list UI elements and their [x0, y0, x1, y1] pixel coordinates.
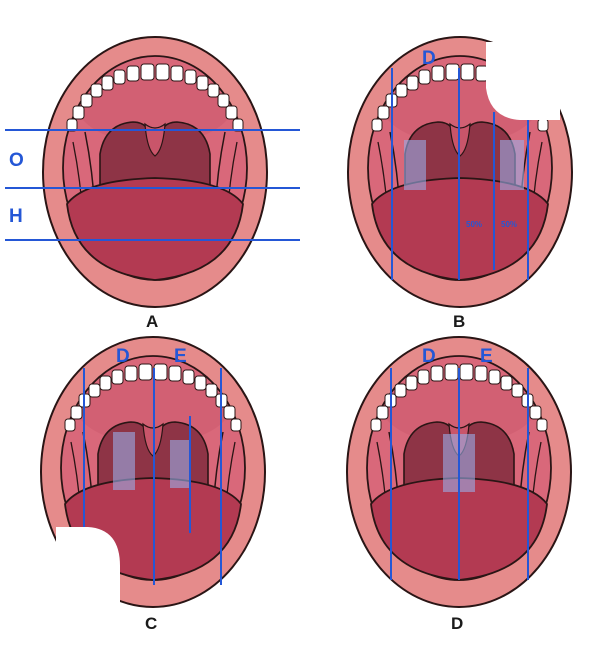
- occlusion-blob-c: [56, 527, 120, 605]
- label-50-right: 50%: [501, 220, 517, 229]
- caption-d: D: [451, 614, 463, 633]
- caption-c: C: [145, 614, 157, 633]
- label-d: D: [116, 346, 130, 367]
- caption-a: A: [146, 312, 158, 331]
- panel-d: D E D: [346, 336, 572, 633]
- caption-b: B: [453, 312, 465, 331]
- occlusion-blob-b: [486, 42, 560, 120]
- shade-right-c: [170, 440, 190, 488]
- label-e: E: [480, 346, 493, 367]
- shade-left-b: [404, 140, 426, 190]
- guide-lines-a: [5, 129, 300, 241]
- shade-right-b: [500, 140, 524, 190]
- label-d: D: [422, 48, 436, 69]
- label-h: H: [9, 206, 23, 227]
- shade-left-c: [113, 432, 135, 490]
- panel-c: D E C: [40, 336, 266, 633]
- panel-a: O H A: [5, 36, 300, 331]
- panel-b: 50% 50% D B: [347, 36, 573, 331]
- label-o: O: [9, 150, 24, 171]
- label-d: D: [422, 346, 436, 367]
- label-50-left: 50%: [466, 220, 482, 229]
- label-e: E: [174, 346, 187, 367]
